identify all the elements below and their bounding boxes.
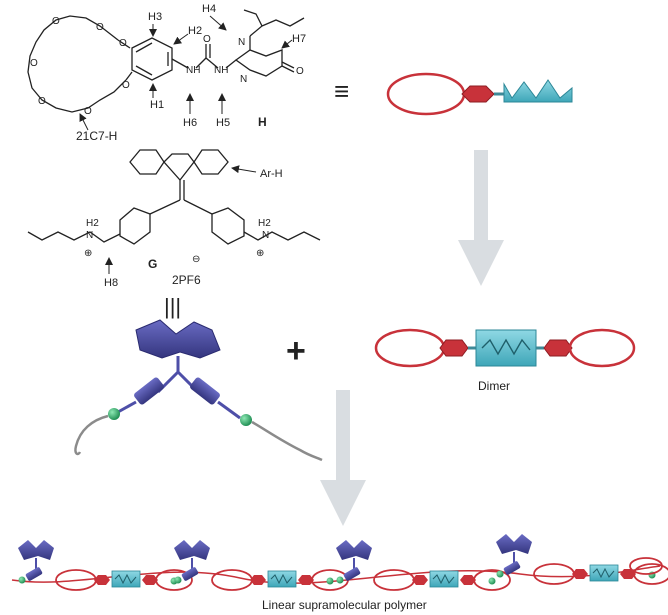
host-cartoon: [386, 72, 573, 116]
dimer-cartoon: [374, 328, 636, 368]
label-h5: H5: [216, 117, 230, 129]
svg-text:N: N: [240, 74, 247, 85]
svg-text:⊖: ⊖: [192, 254, 200, 265]
svg-text:O: O: [122, 80, 130, 91]
svg-text:O: O: [296, 66, 304, 77]
polymer-caption: Linear supramolecular polymer: [262, 598, 427, 612]
label-h6: H6: [183, 117, 197, 129]
host-structure: [27, 9, 305, 113]
label-host: H: [258, 115, 267, 129]
label-counterion: 2PF6: [172, 273, 201, 287]
label-nh2-right: H2: [258, 218, 271, 229]
guest-labels: Ar-H H2 N ⊕ H2 N ⊕ H8 G 2PF6 ⊖: [84, 165, 283, 289]
svg-text:N: N: [86, 230, 93, 241]
svg-text:N: N: [262, 230, 269, 241]
svg-text:N: N: [238, 37, 245, 48]
label-h1: H1: [150, 99, 164, 111]
label-h4: H4: [202, 3, 216, 15]
label-h3: H3: [148, 11, 162, 23]
label-crown: 21C7-H: [76, 129, 117, 143]
svg-text:NH: NH: [186, 65, 200, 76]
equivalence-symbol: ≡: [334, 76, 349, 106]
plus-symbol: +: [286, 332, 306, 370]
svg-text:O: O: [203, 34, 211, 45]
dimer-caption: Dimer: [478, 379, 510, 393]
arrow-to-polymer: [320, 390, 366, 526]
svg-text:O: O: [84, 106, 92, 117]
svg-text:NH: NH: [214, 65, 228, 76]
svg-text:O: O: [119, 38, 127, 49]
svg-text:⊕: ⊕: [256, 248, 264, 259]
guest-cartoon: [74, 319, 323, 462]
label-arh: Ar-H: [260, 168, 283, 180]
svg-text:O: O: [52, 16, 60, 27]
svg-text:O: O: [38, 96, 46, 107]
guest-structure: [27, 149, 321, 245]
arrow-to-dimer: [458, 150, 504, 286]
host-proton-labels: H3 H2 H4 H7 H1 H6 H5 21C7-H H: [76, 3, 306, 143]
polymer-chain: [11, 533, 668, 591]
svg-text:⊕: ⊕: [84, 248, 92, 259]
label-h8: H8: [104, 277, 118, 289]
label-nh2-left: H2: [86, 218, 99, 229]
label-h2: H2: [188, 25, 202, 37]
host-atom-labels: O O O O O O O NH O NH N N O: [30, 16, 304, 117]
triple-bar-symbol: |||: [164, 294, 181, 319]
label-guest: G: [148, 257, 157, 271]
svg-text:O: O: [30, 58, 38, 69]
svg-text:O: O: [96, 22, 104, 33]
label-h7: H7: [292, 33, 306, 45]
